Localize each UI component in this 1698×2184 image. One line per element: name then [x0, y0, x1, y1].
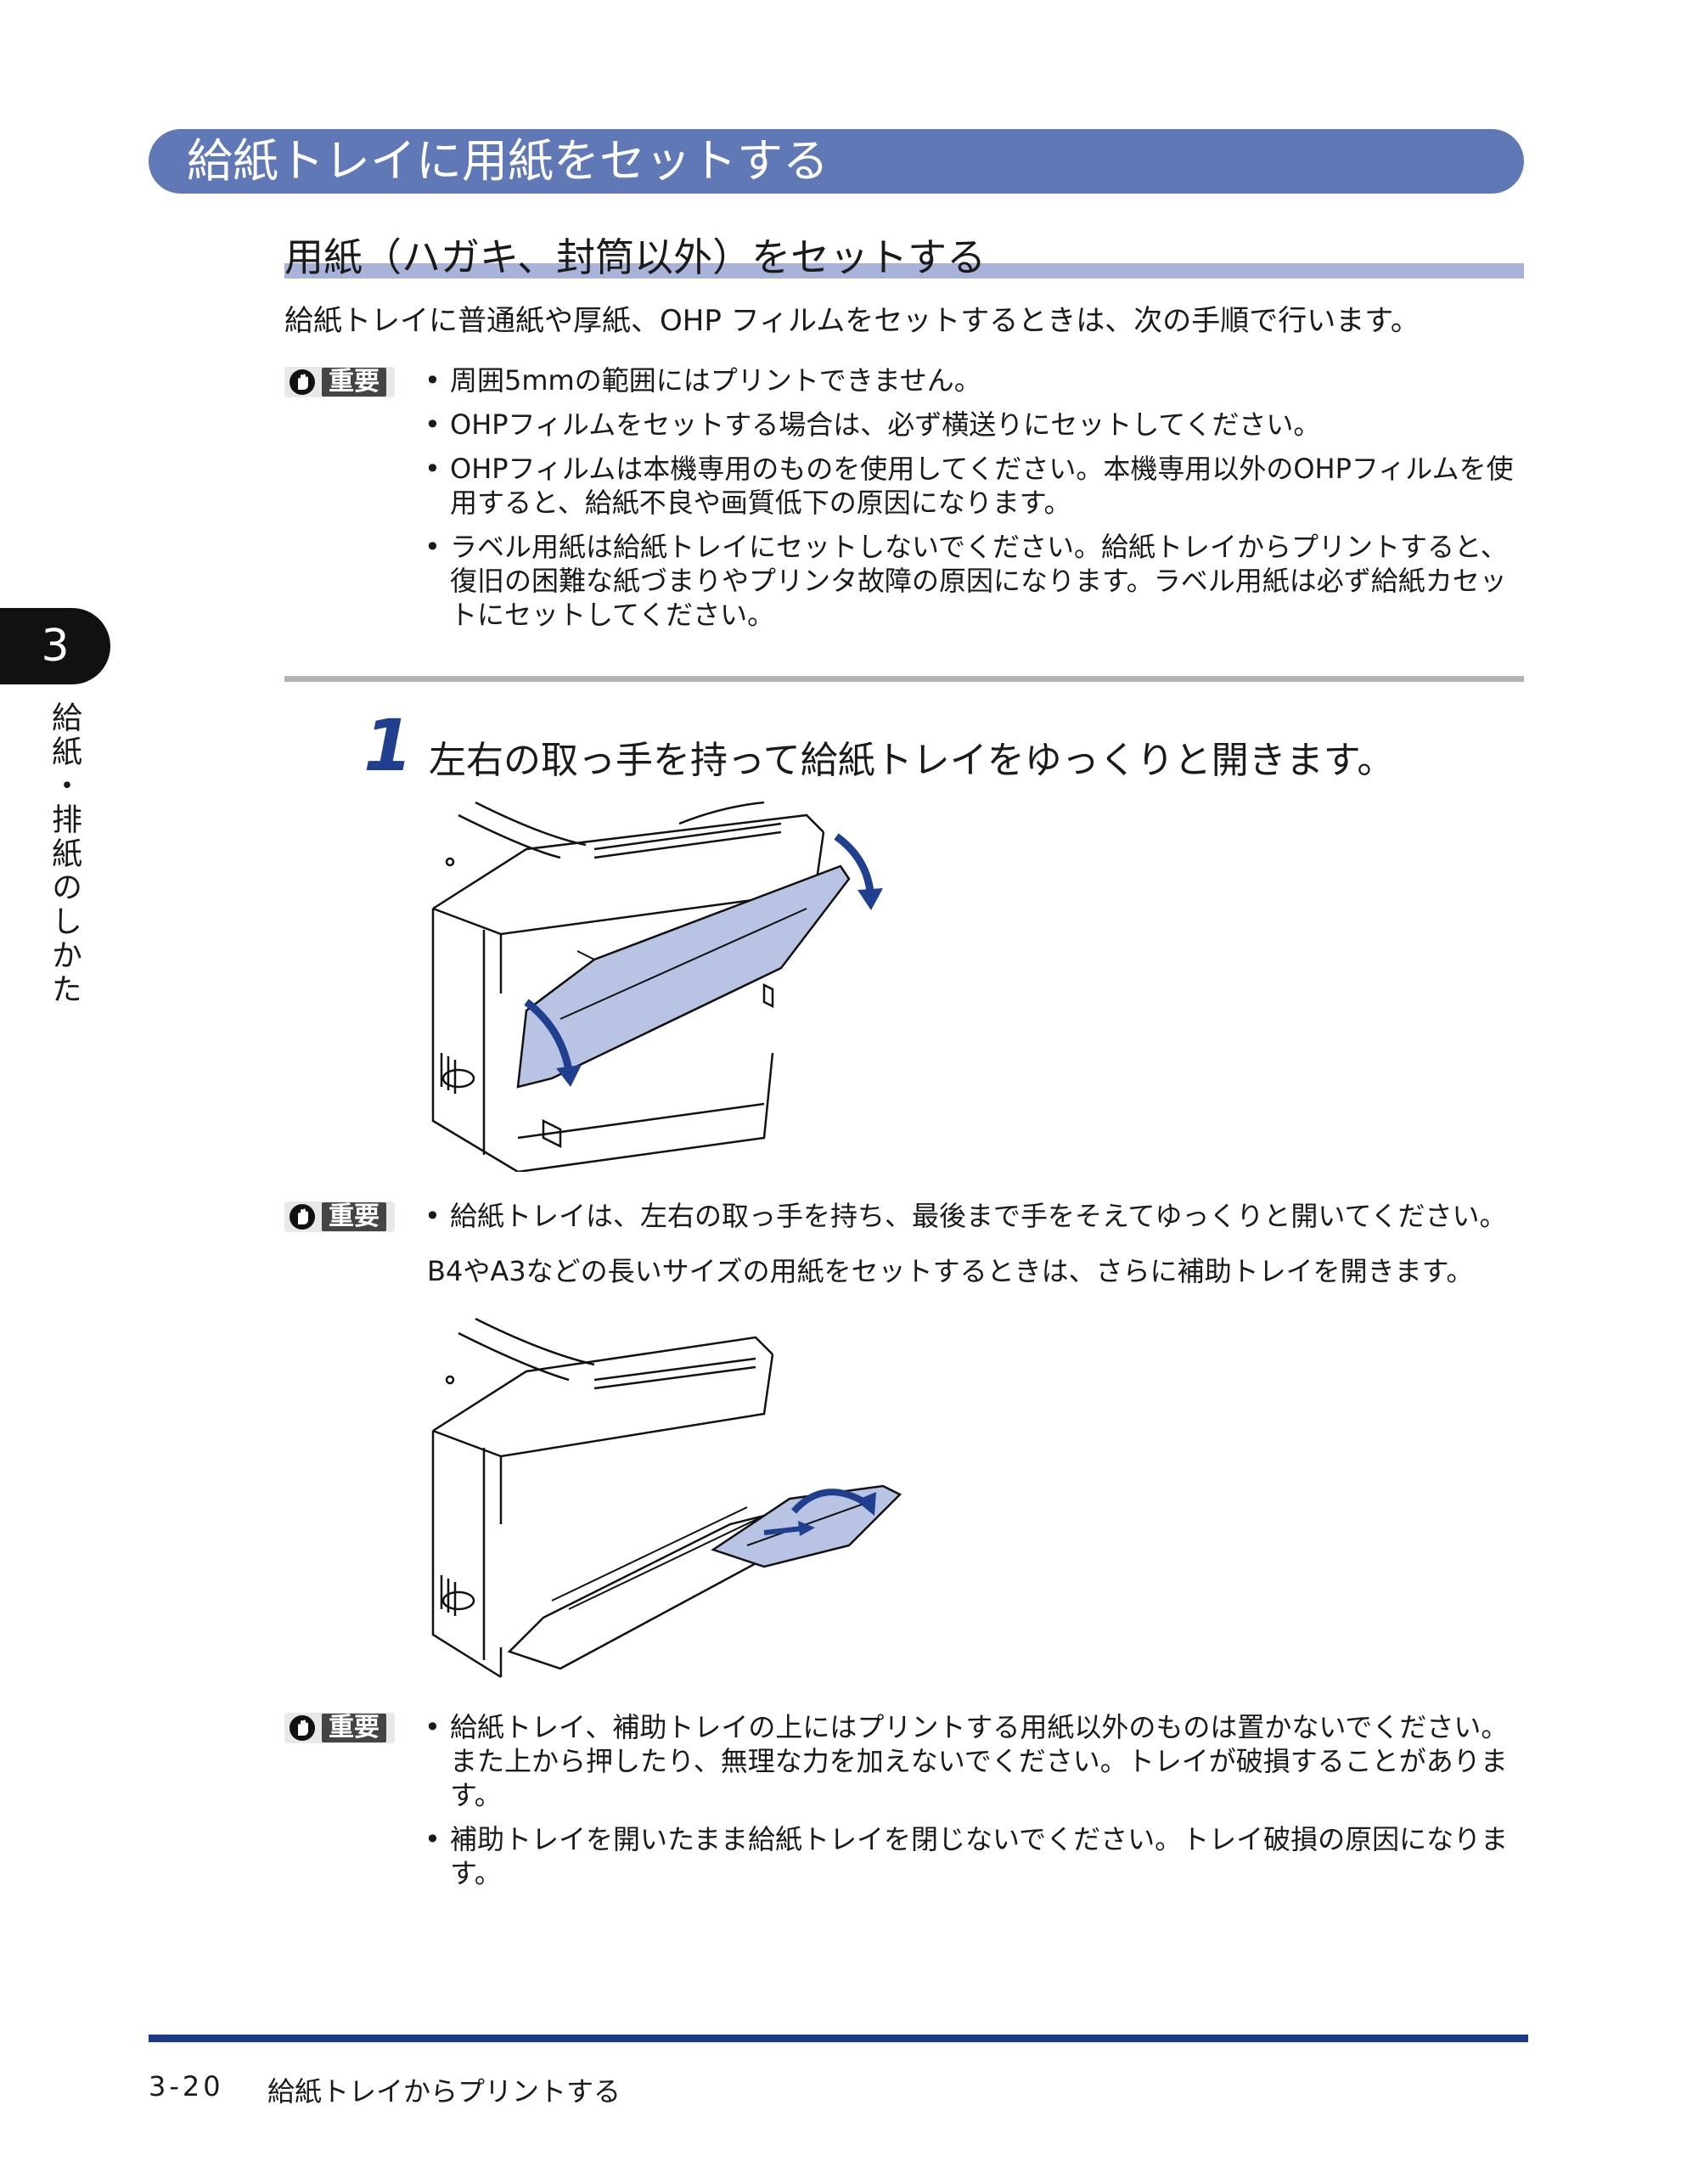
hand-stop-icon — [290, 1715, 315, 1741]
note-item: OHPフィルムをセットする場合は、必ず横送りにセットしてください。 — [424, 408, 1528, 442]
title-banner — [149, 129, 1524, 194]
important-notes-1: 周囲5mmの範囲にはプリントできません。 OHPフィルムをセットする場合は、必ず… — [424, 363, 1528, 642]
important-badge: 重要 — [284, 1202, 395, 1232]
intro-text: 給紙トレイに普通紙や厚紙、OHP フィルムをセットするときは、次の手順で行います… — [284, 304, 1420, 338]
chapter-number: 3 — [41, 621, 70, 672]
chapter-side-label: 給紙・排紙のしかた — [47, 701, 82, 1007]
note-item: 周囲5mmの範囲にはプリントできません。 — [424, 363, 1528, 397]
hand-stop-icon — [290, 1204, 315, 1230]
page-title: 給紙トレイに用紙をセットする — [187, 134, 829, 188]
important-badge: 重要 — [284, 367, 395, 397]
footer-title: 給紙トレイからプリントする — [267, 2075, 621, 2108]
note-item: ラベル用紙は給紙トレイにセットしないでください。給紙トレイからプリントすると、復… — [424, 530, 1528, 632]
important-label: 重要 — [322, 1202, 386, 1231]
auxiliary-tray-illustration — [431, 1317, 902, 1679]
important-notes-2: 給紙トレイは、左右の取っ手を持ち、最後まで手をそえてゆっくりと開いてください。 — [424, 1199, 1528, 1243]
step-number: 1 — [363, 704, 413, 787]
important-label: 重要 — [322, 1714, 386, 1742]
footer-rule — [149, 2035, 1528, 2042]
subsection-underline — [284, 263, 1524, 279]
important-label: 重要 — [322, 368, 386, 397]
page-number: 3-20 — [149, 2070, 224, 2102]
chapter-tab — [0, 608, 110, 684]
note-item: 給紙トレイは、左右の取っ手を持ち、最後まで手をそえてゆっくりと開いてください。 — [424, 1199, 1528, 1233]
step-text: 左右の取っ手を持って給紙トレイをゆっくりと開きます。 — [429, 739, 1395, 782]
note-item: OHPフィルムは本機専用のものを使用してください。本機専用以外のOHPフィルムを… — [424, 452, 1528, 520]
note-item: 補助トレイを開いたまま給紙トレイを閉じないでください。トレイ破損の原因になります… — [424, 1822, 1528, 1890]
subsection-title: 用紙（ハガキ、封筒以外）をセットする — [284, 234, 987, 280]
hand-stop-icon — [290, 369, 315, 395]
printer-tray-open-illustration — [431, 801, 883, 1172]
important-badge: 重要 — [284, 1713, 395, 1743]
paragraph-text: B4やA3などの長いサイズの用紙をセットするときは、さらに補助トレイを開きます。 — [427, 1255, 1474, 1287]
section-divider — [284, 676, 1524, 682]
important-notes-3: 給紙トレイ、補助トレイの上にはプリントする用紙以外のものは置かないでください。ま… — [424, 1710, 1528, 1900]
note-item: 給紙トレイ、補助トレイの上にはプリントする用紙以外のものは置かないでください。ま… — [424, 1710, 1528, 1812]
